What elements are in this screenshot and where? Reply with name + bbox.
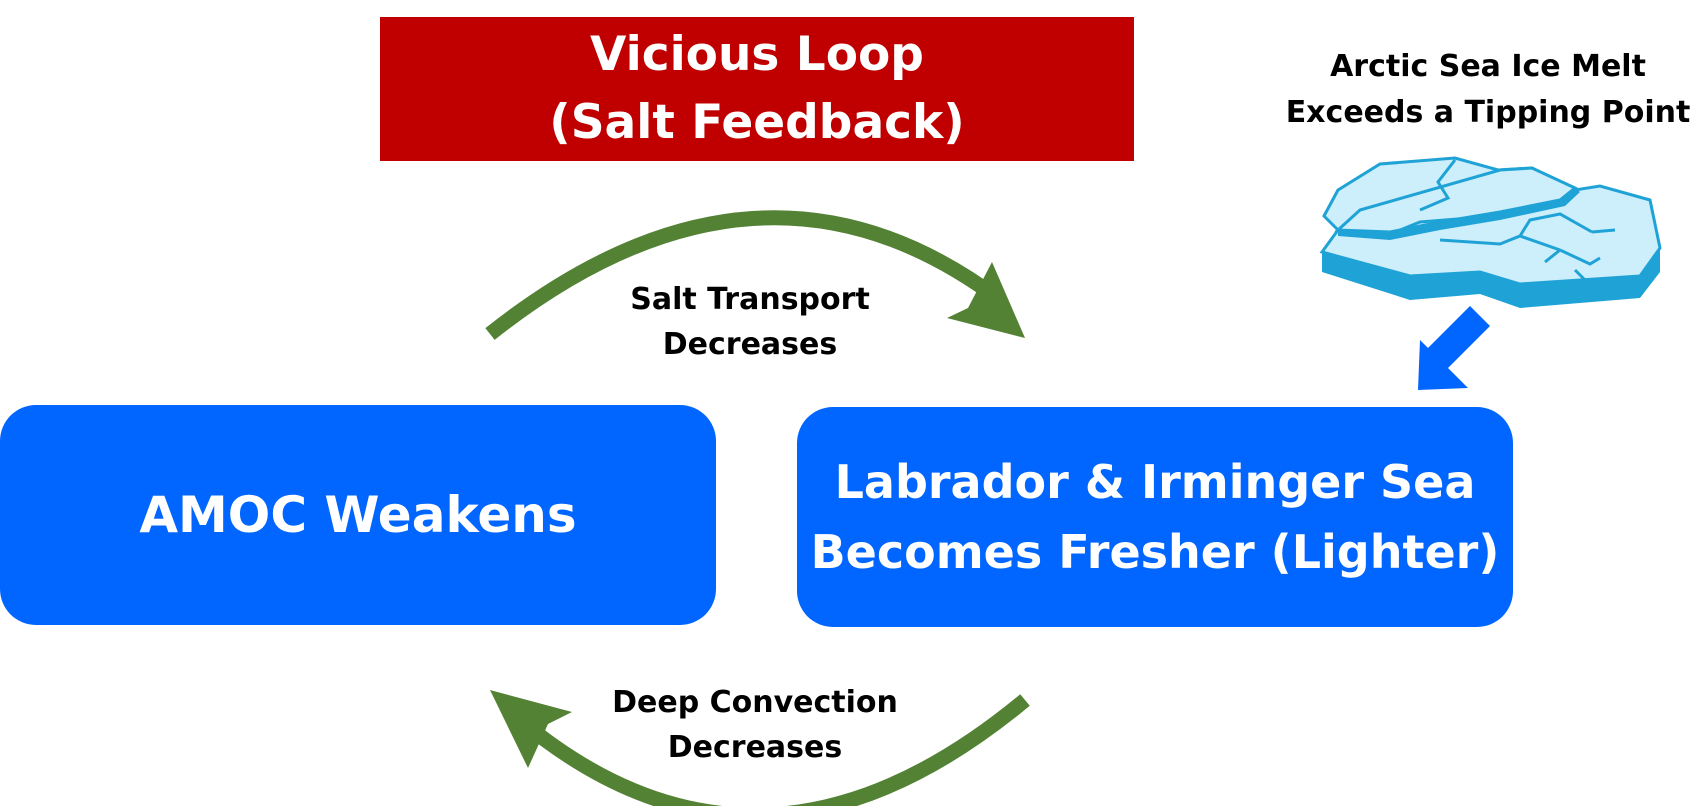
node-sea-fresher-line-1: Labrador & Irminger Sea <box>834 455 1476 509</box>
ice-label: Arctic Sea Ice Melt Exceeds a Tipping Po… <box>1268 44 1694 136</box>
node-sea-fresher-line-2: Becomes Fresher (Lighter) <box>810 525 1500 579</box>
arrow-salt-transport <box>485 210 1005 340</box>
ice-to-box-arrow <box>1418 306 1490 390</box>
title-line-2: (Salt Feedback) <box>549 95 965 150</box>
title-banner: Vicious Loop (Salt Feedback) <box>380 17 1134 161</box>
node-amoc-weakens-text: AMOC Weakens <box>139 486 577 544</box>
edge-label-deep-convection: Deep Convection Decreases <box>580 680 930 770</box>
arrow-deep-convection <box>515 694 1030 806</box>
title-line-1: Vicious Loop <box>590 27 924 82</box>
edge-label-salt-transport: Salt Transport Decreases <box>590 277 910 367</box>
edge-label-deep-convection-line-1: Deep Convection <box>612 685 898 720</box>
edge-label-salt-transport-line-2: Decreases <box>662 327 838 362</box>
edge-label-deep-convection-line-2: Decreases <box>667 730 843 765</box>
arrow-salt-transport-head <box>947 262 1025 338</box>
arrow-deep-convection-head <box>490 690 572 768</box>
node-amoc-weakens: AMOC Weakens <box>0 405 716 625</box>
edge-label-salt-transport-line-1: Salt Transport <box>630 282 870 317</box>
node-sea-fresher: Labrador & Irminger Sea Becomes Fresher … <box>797 407 1513 627</box>
ice-label-line-2: Exceeds a Tipping Point <box>1285 95 1691 130</box>
ice-label-line-1: Arctic Sea Ice Melt <box>1330 49 1646 84</box>
sea-ice-icon <box>1319 156 1662 308</box>
